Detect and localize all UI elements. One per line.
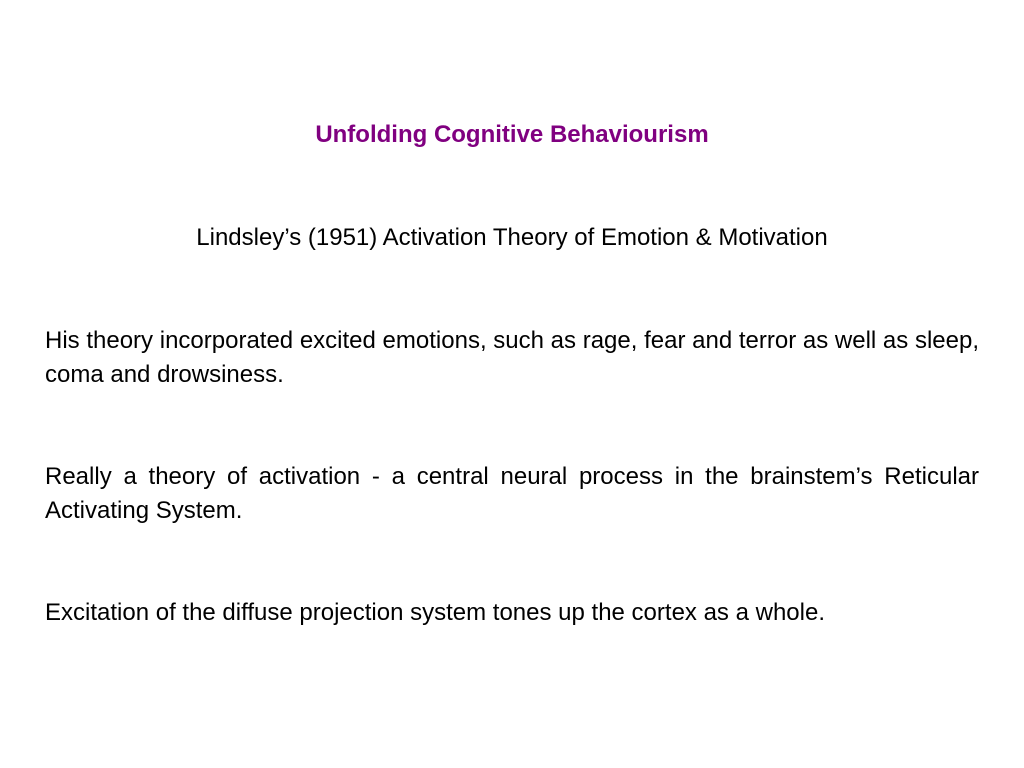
slide-title: Unfolding Cognitive Behaviourism: [315, 121, 709, 148]
paragraph-excitation: Excitation of the diffuse projection sys…: [45, 599, 825, 626]
paragraph-activation: Really a theory of activation - a centra…: [45, 463, 979, 524]
paragraph-emotions: His theory incorporated excited emotions…: [45, 327, 979, 388]
slide-subtitle: Lindsley’s (1951) Activation Theory of E…: [196, 224, 828, 251]
